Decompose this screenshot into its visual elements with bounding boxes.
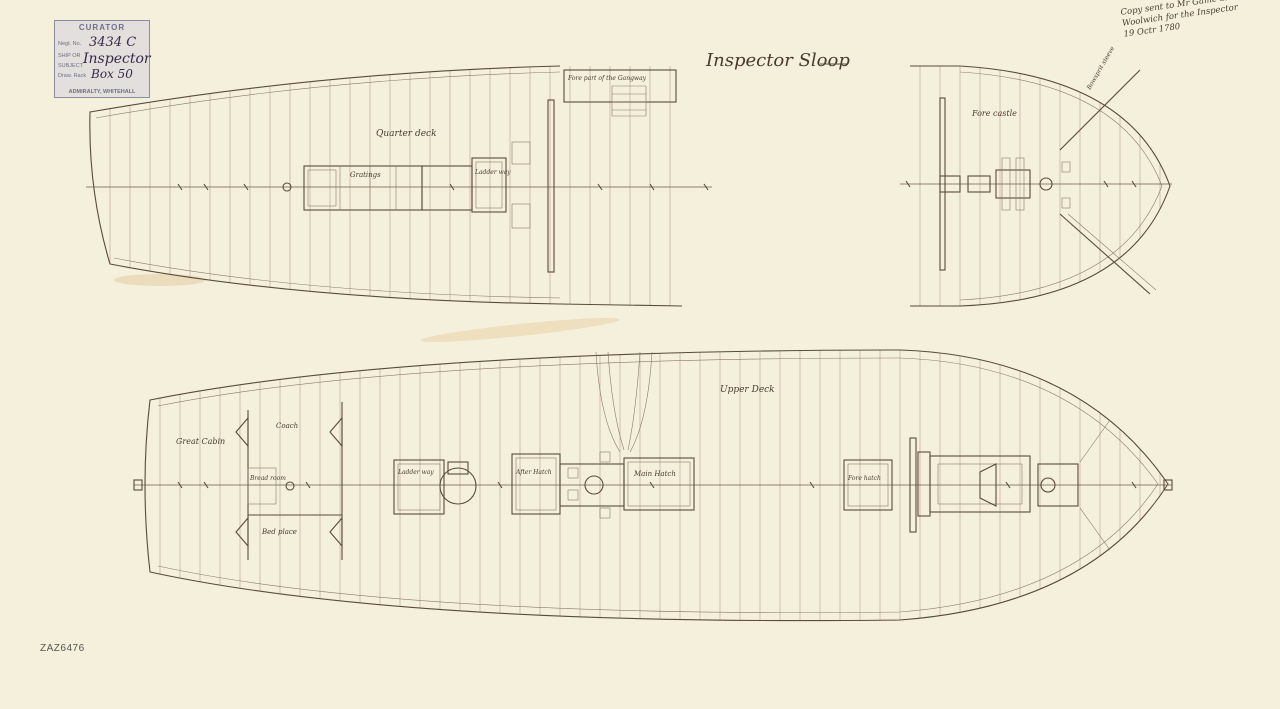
frame-mark — [305, 481, 311, 489]
frame-mark — [203, 183, 209, 191]
capstan — [282, 182, 292, 192]
frame-mark — [449, 183, 455, 191]
stamp-row4-value: Box 50 — [91, 67, 133, 81]
main-hatch-label: Main Hatch — [633, 470, 676, 478]
gangway-note: Fore part of the Gangway — [567, 75, 647, 82]
forecastle-plan: Fore castle Bowsprit steeve — [900, 45, 1172, 307]
upper-deck-plan: Upper Deck Great Cabin Bread room Coach … — [133, 349, 1173, 622]
frame-mark — [597, 183, 603, 191]
stamp-row4-label: Draw. Rack — [58, 73, 87, 79]
quarter-deck-outline — [89, 65, 683, 307]
quarter-deck-plan: Quarter deck Gratings Ladder way Fore pa… — [86, 65, 712, 307]
stain — [114, 274, 206, 286]
bowsprit-note: Bowsprit steeve — [1085, 45, 1116, 92]
frame-mark — [1103, 180, 1109, 188]
frame-mark — [203, 481, 209, 489]
frame-mark — [177, 481, 183, 489]
drawing-title: Inspector Sloop — [705, 50, 850, 71]
stamp-row1-label: Negt. No. — [58, 41, 82, 47]
upper-deck-label: Upper Deck — [720, 385, 775, 395]
frame-mark — [649, 183, 655, 191]
frame-mark — [243, 183, 249, 191]
frame-mark — [703, 183, 709, 191]
ladder-way — [471, 157, 507, 213]
ladder-way-label: Ladder way — [474, 169, 511, 176]
stamp-row2-value: Inspector — [83, 51, 151, 67]
ladder-way-upper-label: Ladder way — [397, 469, 434, 476]
frame-mark — [649, 481, 655, 489]
reference-number: ZAZ6476 — [40, 643, 85, 654]
forecastle-label: Fore castle — [971, 109, 1017, 118]
frame-mark — [177, 183, 183, 191]
stain — [420, 317, 620, 343]
frame-mark — [497, 481, 503, 489]
fore-hatch-label: Fore hatch — [847, 475, 881, 482]
stamp-row3-label: SUBJECT — [58, 63, 84, 69]
stamp-heading: CURATOR — [78, 23, 126, 32]
gratings-label: Gratings — [350, 171, 381, 179]
after-hatch-label: After Hatch — [515, 469, 552, 476]
frame-mark — [1131, 481, 1137, 489]
curator-stamp: CURATOR Negt. No. 3434 C SHIP OR SUBJECT… — [54, 20, 151, 98]
gangway-rail — [547, 99, 555, 273]
bread-room-label: Bread room — [249, 475, 286, 482]
stamp-row2-label: SHIP OR — [58, 53, 81, 59]
coach-label: Coach — [276, 422, 298, 430]
stamp-footer: ADMIRALTY, WHITEHALL — [68, 89, 136, 95]
great-cabin-label: Great Cabin — [176, 437, 225, 446]
frame-mark — [1131, 180, 1137, 188]
bed-place-label: Bed place — [261, 528, 297, 536]
frame-mark — [809, 481, 815, 489]
stamp-row1-value: 3434 C — [89, 35, 137, 50]
frame-mark — [905, 180, 911, 188]
upper-deck-outline — [144, 349, 1169, 622]
quarter-deck-label: Quarter deck — [376, 129, 437, 139]
forecastle-outline — [910, 65, 1171, 307]
frame-mark — [1005, 481, 1011, 489]
